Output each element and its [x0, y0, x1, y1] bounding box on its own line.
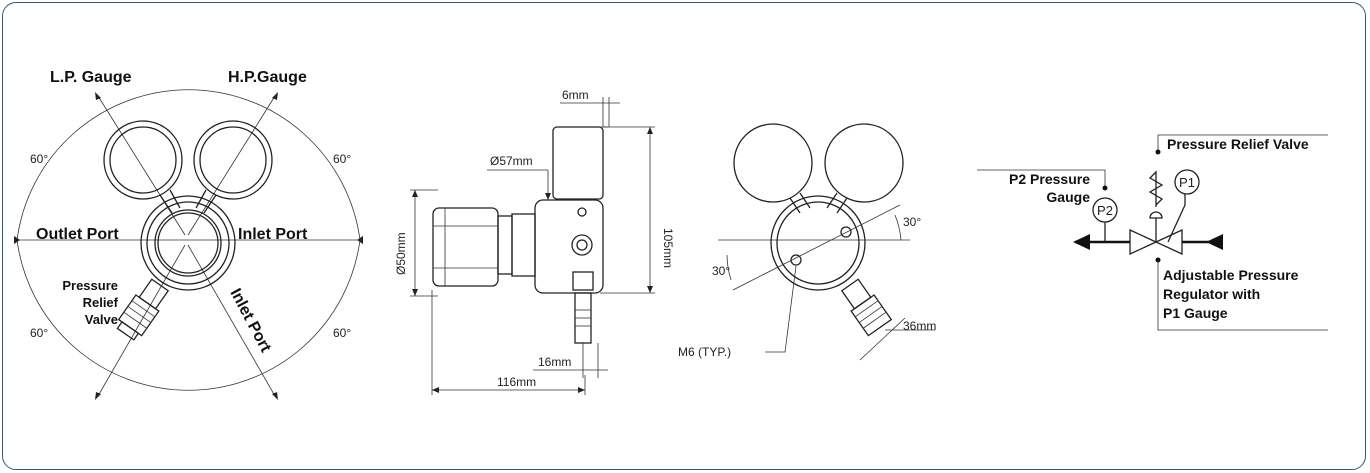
p2-label-1: P2 Pressure [1009, 171, 1090, 187]
p2-gauge [1092, 197, 1118, 223]
angle-label-30-left: 30° [712, 264, 730, 278]
p1-gauge [1174, 169, 1200, 195]
outlet-port-label: Outlet Port [36, 226, 119, 243]
relief-valve-schematic-label: Pressure Relief Valve [1167, 136, 1309, 152]
angle-label-br: 60° [333, 326, 351, 340]
angle-label-30-top: 30° [903, 215, 921, 229]
relief-valve-label-3: Valve [85, 312, 118, 327]
p1-symbol-text: P1 [1179, 175, 1195, 190]
regulator-valve-right [1154, 228, 1183, 256]
inlet-port-bottom-label: Inlet Port [226, 286, 274, 356]
spring [1148, 170, 1164, 207]
regulator-knob-inner [157, 212, 219, 274]
outlet-arrow [1073, 234, 1090, 250]
relief-valve-label-2: Relief [83, 295, 119, 310]
side-neck [511, 213, 536, 277]
dim-36mm: 36mm [903, 319, 936, 333]
regulator-label-2: Regulator with [1163, 286, 1260, 302]
regulator-body-outer [140, 195, 236, 291]
hp-gauge-label: H.P.Gauge [228, 69, 307, 86]
angle-label-tl: 60° [30, 152, 48, 166]
rear-fitting [840, 278, 893, 337]
regulator-valve-left [1129, 228, 1158, 256]
rear-body [770, 195, 866, 291]
side-view: 6mm Ø57mm 105mm Ø50mm 16mm 116mm [394, 88, 675, 395]
dim-105mm: 105mm [661, 228, 675, 268]
arc-arrow [272, 392, 278, 400]
angle-label-tr: 60° [333, 152, 351, 166]
arc-arrow [95, 92, 101, 100]
side-knob [432, 207, 499, 287]
angle-label-bl: 60° [30, 326, 48, 340]
inlet-arrow [1206, 234, 1223, 250]
arc-radial-line [187, 95, 276, 236]
rear-gauge-left [733, 123, 813, 203]
arc-arrow [14, 236, 20, 244]
arc-radial-line [187, 244, 276, 397]
lp-gauge-label: L.P. Gauge [50, 69, 132, 86]
angle-arc-upper [16, 89, 361, 241]
actuator [1149, 211, 1163, 219]
pneumatic-schematic: Pressure Relief Valve P2 Pressure Gauge … [977, 134, 1328, 331]
lp-gauge-stem [159, 189, 181, 214]
dim-116mm: 116mm [497, 375, 536, 389]
regulator-knob [154, 209, 222, 277]
side-bottom-port [572, 271, 594, 291]
mount-hole [840, 226, 852, 238]
hp-gauge-stem [195, 189, 217, 214]
dim-50mm: Ø50mm [394, 232, 408, 275]
dim-16mm: 16mm [538, 355, 571, 369]
angle-arc-lower [16, 239, 361, 391]
hp-gauge-inner [199, 126, 267, 194]
hp-gauge-outer [193, 120, 273, 200]
dim-57mm: Ø57mm [490, 154, 533, 168]
inlet-port-label: Inlet Port [238, 226, 308, 243]
rear-gauge-stem [789, 192, 811, 214]
arc-arrow [95, 392, 101, 400]
dim-6mm: 6mm [562, 88, 589, 102]
regulator-body-ring [146, 201, 230, 285]
relief-valve-label-1: Pressure [62, 278, 118, 293]
lp-gauge-outer [103, 120, 183, 200]
m6-label: M6 (TYP.) [678, 345, 731, 359]
front-view: L.P. Gauge H.P.Gauge Outlet Port Inlet P… [14, 69, 363, 400]
arc-radial-line [97, 244, 186, 397]
regulator-label-1: Adjustable Pressure [1163, 267, 1299, 283]
rear-gauge-right [824, 123, 904, 203]
lp-gauge-inner [109, 126, 177, 194]
arc-arrow [357, 236, 363, 244]
rear-view: 30° 30° 36mm M6 (TYP.) [678, 123, 936, 361]
mount-hole [790, 254, 802, 266]
side-gauge [552, 126, 604, 200]
regulator-label-3: P1 Gauge [1163, 305, 1228, 321]
side-port [571, 234, 593, 256]
p2-label-2: Gauge [1046, 189, 1090, 205]
p2-symbol-text: P2 [1097, 203, 1113, 218]
rear-gauge-stem [826, 192, 848, 214]
relief-valve-fitting [116, 278, 170, 341]
arc-arrow [272, 92, 278, 100]
